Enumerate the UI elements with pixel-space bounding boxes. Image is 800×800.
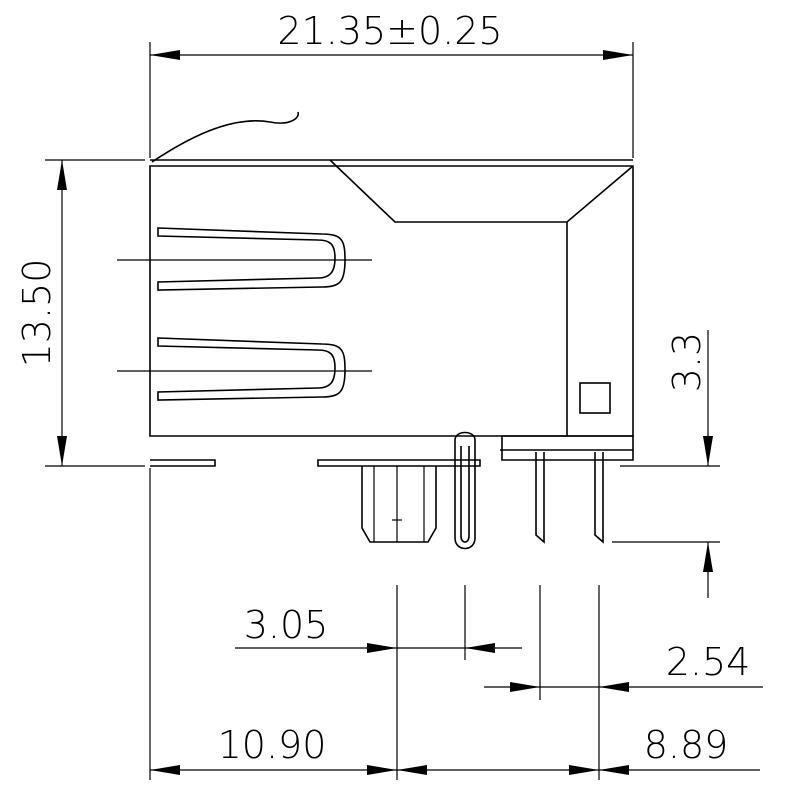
dim-pin-pitch [484, 585, 763, 780]
dim-height [45, 159, 145, 467]
lower-port [117, 337, 372, 401]
dim-post-offset [235, 585, 522, 780]
connector-body [149, 111, 634, 467]
dim-overall-width [149, 42, 634, 158]
dim-post-offset-label: 3.05 [244, 603, 329, 647]
dim-height-label: 13.50 [15, 259, 59, 368]
mounting-post [361, 466, 437, 543]
dim-bottom-chain [149, 468, 760, 780]
dim-left-to-post-label: 10.90 [218, 723, 327, 767]
dim-post-to-pins-label: 8.89 [644, 723, 729, 767]
signal-pins [535, 452, 604, 544]
dim-pin-length-label: 3.3 [665, 332, 709, 392]
upper-port [117, 227, 372, 291]
shield-tab [454, 431, 476, 550]
dim-pin-pitch-label: 2.54 [666, 640, 751, 684]
dim-overall-width-label: 21.35±0.25 [277, 9, 502, 53]
dim-pin-length [612, 330, 720, 598]
